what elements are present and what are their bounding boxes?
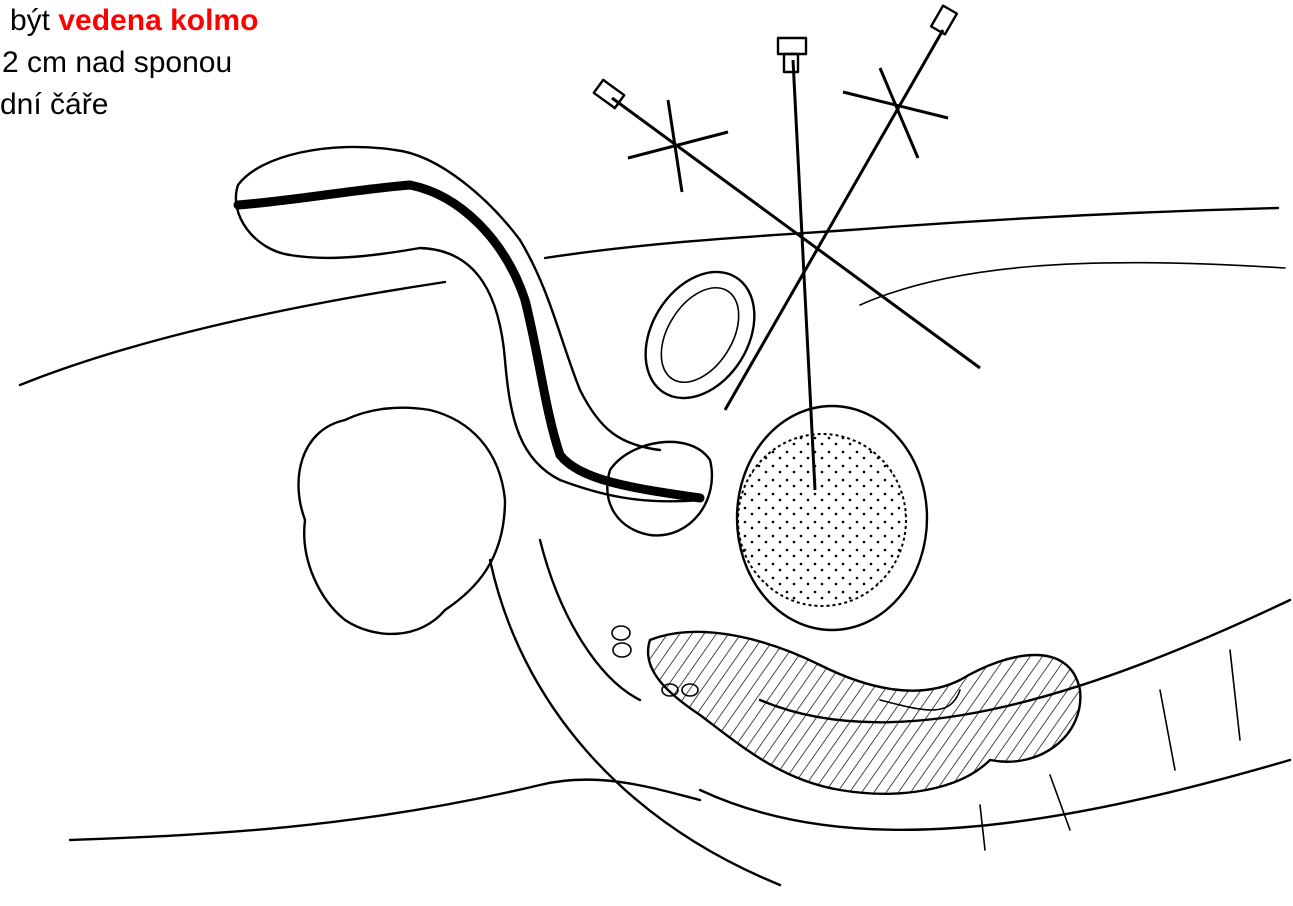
vertebra-3 <box>1050 775 1070 830</box>
vertebra-2 <box>1230 650 1240 740</box>
rectum <box>648 632 1080 794</box>
abdominal-wall-line <box>545 208 1278 258</box>
buttock-curve <box>540 540 640 700</box>
pubic-symphysis-inner <box>645 274 754 396</box>
gluteal-line <box>70 780 700 840</box>
sphincter-2 <box>613 643 631 657</box>
thigh-line <box>20 282 445 385</box>
abdominal-inner-line <box>860 263 1285 305</box>
pubic-symphysis <box>623 252 776 418</box>
vertebra-1 <box>1160 690 1175 770</box>
vertebra-4 <box>980 805 985 850</box>
scrotum-outline <box>298 408 505 634</box>
bladder-content <box>738 434 906 606</box>
sphincter-1 <box>612 626 630 640</box>
